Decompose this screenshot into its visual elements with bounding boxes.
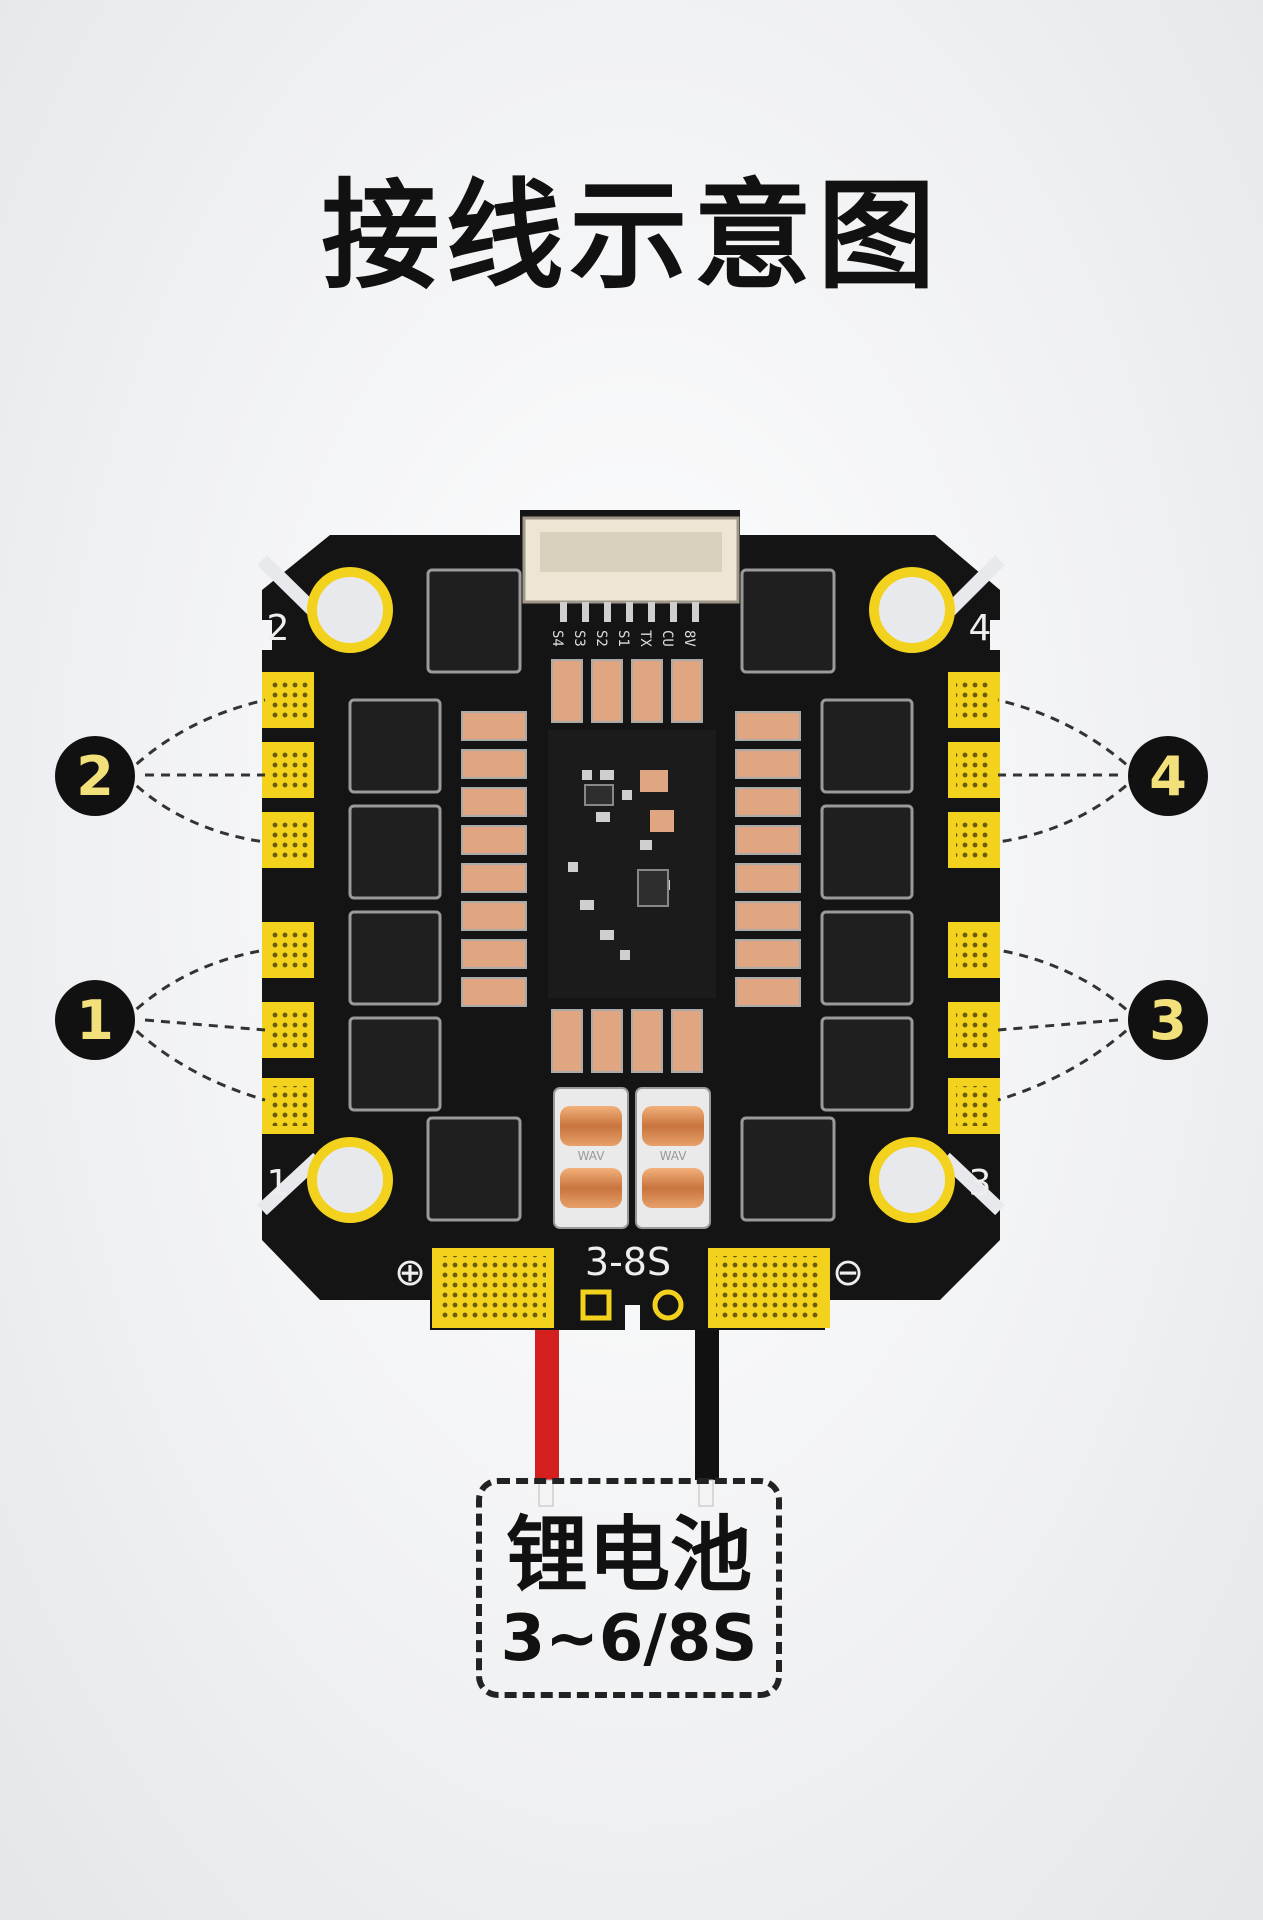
svg-text:WAV: WAV bbox=[660, 1149, 688, 1163]
battery-box: 锂电池 3~6/8S bbox=[476, 1478, 782, 1698]
positive-wire bbox=[535, 1330, 559, 1480]
positive-symbol: ⊕ bbox=[394, 1250, 426, 1294]
negative-symbol: ⊖ bbox=[832, 1250, 864, 1294]
svg-text:8V: 8V bbox=[681, 630, 697, 647]
svg-text:3: 3 bbox=[1149, 989, 1187, 1052]
inductors: WAV WAV bbox=[553, 1087, 711, 1229]
motor-callout-4: 4 bbox=[1128, 736, 1208, 816]
battery-spec: 3~6/8S bbox=[500, 1602, 758, 1676]
svg-text:S2: S2 bbox=[593, 630, 609, 647]
corner-label-1: 1 bbox=[267, 1163, 290, 1204]
page-title: 接线示意图 bbox=[321, 167, 942, 305]
battery-wires bbox=[535, 1330, 719, 1507]
corner-label-4: 4 bbox=[969, 608, 992, 649]
power-pads bbox=[432, 1248, 830, 1328]
svg-text:4: 4 bbox=[1149, 745, 1187, 808]
svg-text:S1: S1 bbox=[615, 630, 631, 647]
callout-lines bbox=[123, 698, 1140, 1102]
svg-text:WAV: WAV bbox=[578, 1149, 606, 1163]
resistor-arrays bbox=[461, 659, 801, 1073]
mosfet-chips bbox=[348, 568, 914, 1222]
voltage-label: 3-8S bbox=[585, 1240, 671, 1284]
signal-connector bbox=[522, 516, 740, 622]
motor-pads-right bbox=[948, 672, 1000, 1134]
motor-callout-1: 1 bbox=[55, 980, 135, 1060]
svg-text:1: 1 bbox=[76, 989, 114, 1052]
svg-text:S3: S3 bbox=[571, 630, 587, 647]
connector-pin-labels: S4 S3 S2 S1 TX CU 8V bbox=[549, 630, 697, 647]
motor-callout-3: 3 bbox=[1128, 980, 1208, 1060]
motor-callout-2: 2 bbox=[55, 736, 135, 816]
battery-name: 锂电池 bbox=[505, 1508, 752, 1603]
negative-wire bbox=[695, 1330, 719, 1480]
svg-text:S4: S4 bbox=[549, 630, 565, 647]
central-circuitry bbox=[548, 730, 716, 998]
mounting-holes bbox=[307, 567, 955, 1223]
svg-text:CU: CU bbox=[659, 630, 675, 647]
svg-text:TX: TX bbox=[637, 630, 653, 647]
esc-board: 2 4 1 3 S4 S3 S2 S1 TX CU 8V bbox=[257, 510, 1005, 1330]
corner-label-2: 2 bbox=[267, 608, 290, 649]
corner-label-3: 3 bbox=[969, 1163, 992, 1204]
motor-pads-left bbox=[262, 672, 314, 1134]
svg-text:2: 2 bbox=[76, 745, 114, 808]
